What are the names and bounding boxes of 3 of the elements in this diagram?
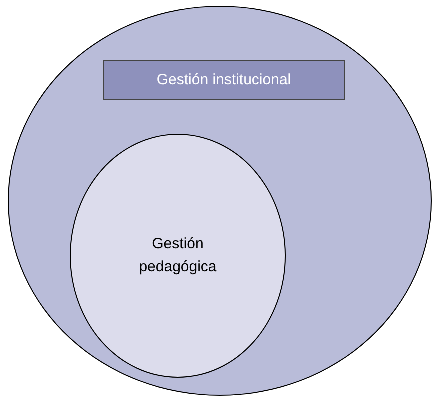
label-band: [103, 60, 345, 100]
node-label: Gestión institucional: [156, 72, 292, 88]
node-label: Gestión pedagógica: [138, 234, 218, 277]
